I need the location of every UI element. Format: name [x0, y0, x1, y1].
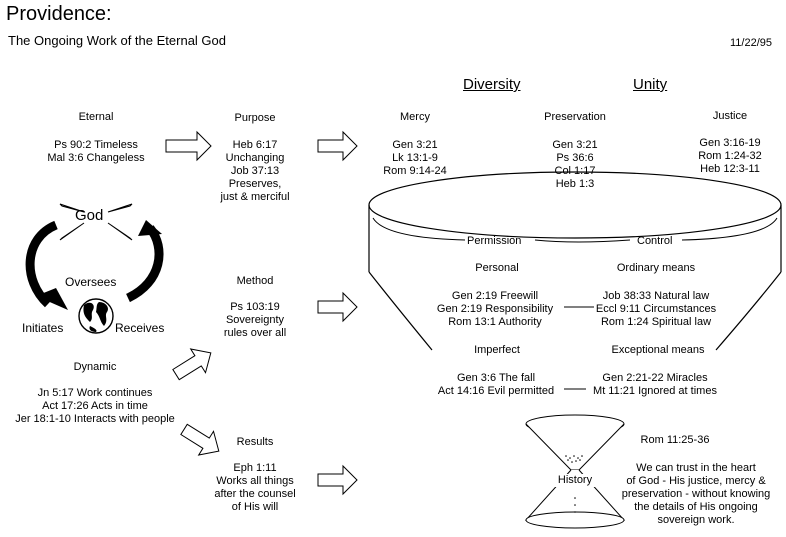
eternal-ref: Ps 90:2 Timeless [54, 139, 138, 151]
justice-ref: Rom 1:24-32 [698, 150, 762, 162]
curved-arrow-right [125, 225, 164, 303]
conclusion-ref: Rom 11:25-36 [640, 434, 710, 446]
conclusion-line: the details of His ongoing [634, 501, 758, 513]
receives-label: Receives [115, 321, 165, 335]
personal-label: Personal [475, 262, 519, 274]
dynamic-ref: Act 17:26 Acts in time [42, 400, 148, 412]
hourglass-icon [524, 414, 626, 529]
conclusion-line: sovereign work. [657, 514, 735, 526]
god-label: God [75, 207, 104, 224]
ordinary-ref: Job 38:33 Natural law [602, 290, 710, 302]
mercy-ref: Lk 13:1-9 [392, 152, 438, 164]
cycle-arrows [25, 220, 164, 310]
oversees-label: Oversees [65, 275, 117, 289]
results-ref: Eph 1:11 [233, 462, 277, 474]
arrow-results-history [317, 464, 358, 496]
personal-ref: Gen 2:19 Responsibility [436, 303, 554, 315]
preservation-ref: Ps 36:6 [556, 152, 594, 164]
ordinary-ref: Rom 1:24 Spiritual law [600, 316, 712, 328]
exceptional-ref: Gen 2:21-22 Miracles [602, 372, 708, 384]
initiates-label: Initiates [22, 321, 64, 335]
arrow-purpose-attributes [317, 130, 358, 162]
unity-header: Unity [633, 76, 668, 93]
results-refs: Eph 1:11 Works all things after the coun… [200, 462, 310, 514]
purpose-ref: Unchanging [225, 152, 285, 164]
justice-ref: Heb 12:3-11 [700, 163, 760, 175]
mercy-label: Mercy [400, 111, 430, 123]
exceptional-refs: Gen 2:21-22 Miracles Mt 11:21 Ignored at… [584, 372, 726, 398]
dynamic-label: Dynamic [73, 361, 117, 373]
mercy-refs: Gen 3:21 Lk 13:1-9 Rom 9:14-24 [362, 139, 468, 178]
method-ref: Sovereignty [225, 314, 285, 326]
method-ref: Ps 103:19 [230, 301, 280, 313]
results-label: Results [236, 436, 274, 448]
purpose-ref: Preserves, [228, 178, 282, 190]
purpose-refs: Heb 6:17 Unchanging Job 37:13 Preserves,… [205, 139, 305, 204]
method-refs: Ps 103:19 Sovereignty rules over all [205, 301, 305, 340]
mercy-ref: Gen 3:21 [392, 139, 438, 151]
method-ref: rules over all [223, 327, 287, 339]
results-ref: of His will [231, 501, 279, 513]
hollow-arrows [165, 130, 358, 496]
hourglass-sand [565, 455, 583, 513]
arrow-dynamic-results [180, 423, 220, 456]
results-ref: Works all things [216, 475, 294, 487]
arrow-eternal-purpose [165, 130, 212, 162]
method-label: Method [236, 275, 274, 287]
ordinary-label: Ordinary means [616, 262, 696, 274]
imperfect-ref: Act 14:16 Evil permitted [437, 385, 555, 397]
justice-label: Justice [712, 110, 748, 122]
preservation-ref: Heb 1:3 [555, 178, 595, 190]
purpose-ref: Job 37:13 [230, 165, 280, 177]
diversity-header: Diversity [463, 76, 521, 93]
arrow-method-means [317, 291, 358, 323]
personal-ref: Gen 2:19 Freewill [451, 290, 539, 302]
purpose-label: Purpose [234, 112, 276, 124]
conclusion-line: preservation - without knowing [621, 488, 771, 500]
mercy-ref: Rom 9:14-24 [383, 165, 447, 177]
history-label: History [545, 474, 605, 487]
eternal-refs: Ps 90:2 Timeless Mal 3:6 Changeless [28, 139, 164, 165]
preservation-ref: Gen 3:21 [552, 139, 598, 151]
purpose-ref: just & merciful [220, 191, 290, 203]
imperfect-refs: Gen 3:6 The fall Act 14:16 Evil permitte… [428, 372, 564, 398]
dynamic-ref: Jer 18:1-10 Interacts with people [15, 413, 175, 425]
page-title: Providence: [6, 3, 112, 25]
imperfect-label: Imperfect [474, 344, 520, 356]
date-label: 11/22/95 [730, 37, 773, 49]
results-ref: after the counsel [214, 488, 296, 500]
page-subtitle: The Ongoing Work of the Eternal God [8, 33, 226, 48]
eternal-ref: Mal 3:6 Changeless [47, 152, 145, 164]
conclusion-line: We can trust in the heart [636, 462, 756, 474]
personal-refs: Gen 2:19 Freewill Gen 2:19 Responsibilit… [425, 290, 565, 329]
imperfect-ref: Gen 3:6 The fall [456, 372, 536, 384]
personal-ref: Rom 13:1 Authority [448, 316, 542, 328]
permission-control-arcs [372, 217, 778, 243]
ordinary-refs: Job 38:33 Natural law Eccl 9:11 Circumst… [584, 290, 728, 329]
purpose-ref: Heb 6:17 [232, 139, 278, 151]
preservation-label: Preservation [544, 111, 606, 123]
justice-ref: Gen 3:16-19 [699, 137, 761, 149]
exceptional-label: Exceptional means [611, 344, 705, 356]
preservation-refs: Gen 3:21 Ps 36:6 Col 1:17 Heb 1:3 [520, 139, 630, 191]
ordinary-ref: Eccl 9:11 Circumstances [595, 303, 717, 315]
god-starburst-icon [59, 203, 133, 241]
eternal-label: Eternal [78, 111, 114, 123]
bowl-shape [368, 171, 782, 351]
conclusion-text: We can trust in the heart of God - His j… [608, 462, 784, 527]
justice-refs: Gen 3:16-19 Rom 1:24-32 Heb 12:3-11 [682, 137, 778, 176]
exceptional-ref: Mt 11:21 Ignored at times [593, 385, 717, 397]
control-label: Control [637, 235, 673, 247]
preservation-ref: Col 1:17 [554, 165, 596, 177]
inner-connectors [564, 306, 594, 390]
dynamic-ref: Jn 5:17 Work continues [37, 387, 153, 399]
conclusion-line: of God - His justice, mercy & [626, 475, 766, 487]
permission-label: Permission [467, 235, 522, 247]
arrow-dynamic-method [172, 348, 212, 381]
globe-icon [78, 298, 114, 334]
dynamic-refs: Jn 5:17 Work continues Act 17:26 Acts in… [2, 387, 188, 426]
